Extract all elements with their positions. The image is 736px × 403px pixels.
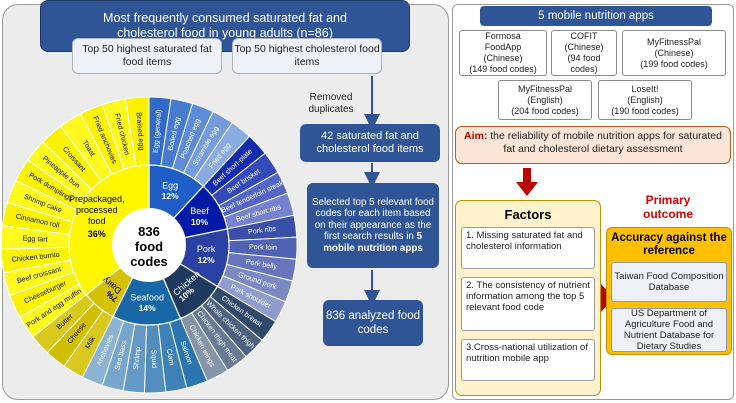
factors-title: Factors: [504, 207, 552, 222]
center-line1: 836: [138, 224, 160, 239]
factor-item-3: 3.Cross-national utilization of nutritio…: [461, 339, 595, 381]
aim-box: Aim: the reliability of mobile nutrition…: [455, 126, 731, 164]
accuracy-title: Accuracy against the reference: [611, 232, 727, 257]
center-line2: food: [135, 239, 163, 254]
factors-box: Factors 1. Missing saturated fat and cho…: [455, 200, 601, 396]
app-loseit: LoseIt!(English)(190 food codes): [598, 80, 692, 120]
app-line: (Chinese): [654, 47, 694, 58]
food-item-label: Pork loin: [249, 242, 277, 252]
factor-item-1: 1. Missing saturated fat and cholesterol…: [461, 227, 595, 269]
accuracy-box: Accuracy against the reference Taiwan Fo…: [606, 227, 732, 355]
app-myfitnesspal-chinese: MyFitnessPal(Chinese)(199 food codes): [622, 30, 726, 76]
food-item-label: Pork ribs: [247, 224, 277, 237]
main-title-line2: cholesterol food in young adults (n=86): [117, 26, 333, 40]
app-line: (Chinese): [564, 42, 604, 52]
center-line3: codes: [130, 254, 168, 269]
main-title-line1: Most frequently consumed saturated fat a…: [103, 11, 347, 25]
segment-pct: 14%: [139, 303, 156, 313]
top50-chol-box: Top 50 highest cholesterol food items: [232, 38, 382, 74]
food-item-label: Egg (general): [151, 109, 163, 153]
food-item-label: Squid: [149, 350, 159, 369]
app-line: Formosa: [485, 31, 521, 41]
app-line: LoseIt!: [631, 83, 659, 94]
food-item-label: Shrimp: [131, 347, 142, 371]
segment-name: Beef: [190, 206, 209, 216]
app-line: MyFitnessPal: [646, 36, 701, 47]
apps-title: 5 mobile nutrition apps: [480, 6, 712, 26]
app-line: MyFitnessPal: [517, 83, 572, 94]
reference-taiwan: Taiwan Food Composition Database: [611, 262, 727, 302]
primary-line1: Primary: [645, 193, 691, 207]
removed-duplicates-label: Removed duplicates: [308, 92, 354, 115]
app-line: (149 food codes): [469, 64, 537, 74]
segment-name: Pork: [197, 244, 216, 254]
segment-name: processed: [76, 205, 118, 215]
food-item-label: Clam: [165, 348, 177, 366]
items42-box: 42 saturated fat and cholesterol food it…: [300, 124, 440, 162]
segment-pct: 12%: [198, 255, 215, 265]
segment-pct: 36%: [88, 229, 106, 239]
aim-text: the reliability of mobile nutrition apps…: [490, 130, 722, 155]
app-line: (English): [627, 94, 663, 105]
primary-outcome-label: Primary outcome: [616, 193, 720, 221]
app-line: codes): [570, 64, 598, 74]
selected-label: Selected top 5 relevant food codes for e…: [311, 196, 434, 243]
app-myfitnesspal-english: MyFitnessPal(English)(204 food codes): [498, 80, 592, 120]
primary-line2: outcome: [642, 207, 693, 221]
app-line: COFIT: [570, 31, 598, 41]
app-line: (190 food codes): [611, 105, 679, 116]
factor-item-2: 2. The consistency of nutrient informati…: [461, 277, 595, 331]
reference-usda: US Department of Agriculture Food and Nu…: [611, 308, 727, 352]
selected-box: Selected top 5 relevant food codes for e…: [307, 183, 439, 268]
segment-name: Seafood: [130, 292, 164, 302]
segment-pct: 12%: [162, 191, 179, 201]
items42-label: 42 saturated fat and cholesterol food it…: [316, 130, 424, 155]
app-line: (94 food: [567, 53, 601, 63]
food-item-label: Braised egg: [134, 112, 146, 151]
food-item-label: Egg tart: [22, 233, 48, 243]
analyzed-box: 836 analyzed food codes: [323, 300, 423, 346]
app-line: (199 food codes): [640, 58, 708, 69]
top50-chol-label: Top 50 highest cholesterol food items: [234, 43, 380, 68]
analyzed-label: 836 analyzed food codes: [326, 310, 420, 336]
aim-label: Aim:: [464, 130, 488, 142]
top50-fat-box: Top 50 highest saturated fat food items: [72, 38, 222, 74]
app-line: FoodApp: [484, 42, 522, 52]
app-line: (Chinese): [483, 53, 523, 63]
app-line: (English): [527, 94, 563, 105]
segment-name: Prepackaged,: [69, 194, 125, 204]
app-line: (204 food codes): [511, 105, 579, 116]
donut-center: [112, 208, 186, 282]
segment-pct: 10%: [191, 217, 208, 227]
donut-outer-ring: [2, 96, 298, 394]
top50-fat-label: Top 50 highest saturated fat food items: [82, 43, 212, 68]
segment-name: Egg: [162, 180, 178, 190]
selected-bold-label: 5 mobile nutrition apps: [323, 231, 423, 254]
segment-name: food: [88, 216, 106, 226]
